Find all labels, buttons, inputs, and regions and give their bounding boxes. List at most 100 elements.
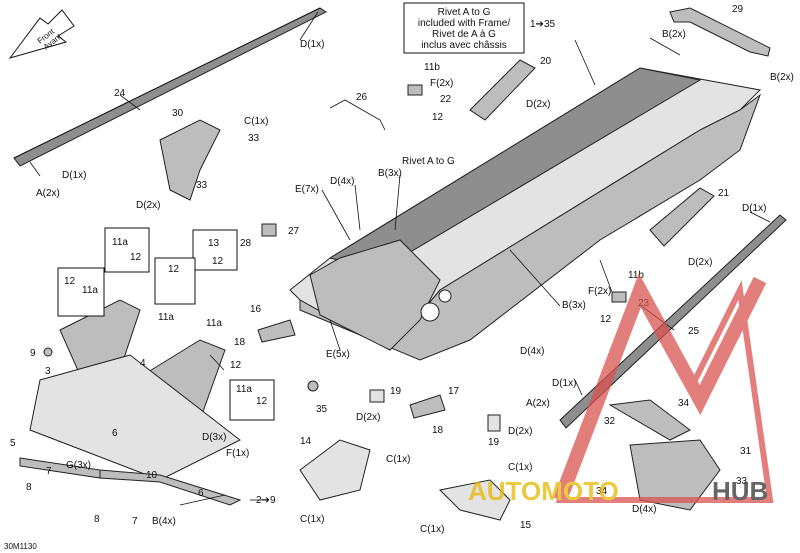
label-22: 22: [440, 94, 452, 105]
label-28: 28: [240, 238, 252, 249]
label-11a-a: 11a: [112, 237, 128, 248]
label-d4x-top: D(4x): [330, 176, 354, 187]
label-20: 20: [540, 56, 552, 67]
detail-box-12-grid: [154, 257, 196, 305]
ref-to-9: 2➔9: [256, 495, 276, 506]
part-29-bracket: [669, 7, 771, 57]
label-24: 24: [114, 88, 126, 99]
label-10: 10: [146, 470, 158, 481]
label-b3x-mid: B(3x): [562, 300, 586, 311]
label-a2x-left: A(2x): [36, 188, 60, 199]
part-23: [611, 291, 627, 303]
part-5-plate: [29, 354, 241, 481]
label-11a-d: 11a: [206, 318, 222, 329]
label-27: 27: [288, 226, 300, 237]
label-d4x-mid: D(4x): [520, 346, 544, 357]
label-8b: 8: [94, 514, 100, 525]
rivet-note-box: Rivet A to G included with Frame/ Rivet …: [403, 2, 525, 54]
label-19b: 19: [488, 437, 500, 448]
label-a2x-rail: A(2x): [526, 398, 550, 409]
label-c1x-15b: C(1x): [420, 524, 444, 535]
watermark-automoto: AUTOMOTO: [468, 476, 619, 506]
part-26-bracket: [329, 99, 386, 131]
part-31-bracket: [629, 439, 721, 511]
label-17: 17: [448, 386, 460, 397]
detail-box-12-11a: [57, 267, 105, 317]
label-e5x: E(5x): [326, 349, 350, 360]
ref-to-35: 1➔35: [530, 19, 556, 30]
detail-box-13-12: [192, 229, 238, 271]
label-15: 15: [520, 520, 532, 531]
label-c1x-14a: C(1x): [386, 454, 410, 465]
label-12-a: 12: [130, 252, 142, 263]
label-7b: 7: [132, 516, 138, 527]
label-b4x: B(4x): [152, 516, 176, 527]
label-21: 21: [718, 188, 730, 199]
label-b3x-top: B(3x): [378, 168, 402, 179]
label-d1x-left: D(1x): [62, 170, 86, 181]
part-25-rail: [559, 214, 787, 429]
label-6b: 6: [198, 488, 204, 499]
label-34b: 34: [596, 486, 608, 497]
label-16: 16: [250, 304, 262, 315]
label-12-e: 12: [230, 360, 242, 371]
label-7a: 7: [46, 466, 52, 477]
label-d3x: D(3x): [202, 432, 226, 443]
label-d1x-right: D(1x): [742, 203, 766, 214]
note-line-4: inclus avec châssis: [421, 40, 507, 51]
label-rivet-a-to-g: Rivet A to G: [402, 156, 455, 167]
part-17: [409, 394, 446, 419]
detail-box-11a-12-lower: [229, 379, 275, 421]
label-19a: 19: [390, 386, 402, 397]
part-32-bracket: [608, 399, 691, 441]
label-11b-right: 11b: [628, 270, 644, 281]
diagram-code: 30M1130: [4, 542, 37, 551]
label-12-c: 12: [168, 264, 180, 275]
label-d2x-21: D(2x): [688, 257, 712, 268]
label-30: 30: [172, 108, 184, 119]
note-line-3: Rivet de A à G: [432, 29, 496, 40]
label-8a: 8: [26, 482, 32, 493]
label-d2x-20: D(2x): [526, 99, 550, 110]
label-f1x: F(1x): [226, 448, 249, 459]
label-11a-e: 11a: [236, 384, 252, 395]
label-11a-b: 11a: [158, 312, 174, 323]
label-14: 14: [300, 436, 312, 447]
part-21-reinforcement: [649, 187, 715, 247]
label-18b: 18: [432, 425, 444, 436]
label-d2x-30: D(2x): [136, 200, 160, 211]
label-3: 3: [45, 366, 51, 377]
detail-box-11a-12: [104, 227, 150, 273]
part-3-bracket: [59, 299, 141, 376]
label-18a: 18: [234, 337, 246, 348]
label-33c: 33: [736, 476, 748, 487]
part-15-shield: [438, 479, 511, 521]
label-12-top: 12: [432, 112, 444, 123]
label-34a: 34: [678, 398, 690, 409]
note-line-2: included with Frame/: [418, 18, 510, 29]
label-d4x-bot: D(4x): [632, 504, 656, 515]
label-12-b: 12: [212, 256, 224, 267]
part-30-bracket: [159, 119, 221, 201]
part-35: [307, 380, 319, 392]
label-12-d: 12: [64, 276, 76, 287]
label-32: 32: [604, 416, 616, 427]
label-11b-top: 11b: [424, 62, 440, 73]
label-25: 25: [688, 326, 700, 337]
part-19a: [369, 389, 385, 403]
label-6a: 6: [112, 428, 118, 439]
label-e7x: E(7x): [295, 184, 319, 195]
label-13: 13: [208, 238, 220, 249]
label-d2x-19b: D(2x): [508, 426, 532, 437]
label-f2x-top: F(2x): [430, 78, 453, 89]
label-5: 5: [10, 438, 16, 449]
watermark-hub: HUB: [712, 476, 768, 506]
tunnel-frame: [289, 67, 762, 361]
label-g3x: G(3x): [66, 460, 91, 471]
label-26: 26: [356, 92, 368, 103]
leader-lines: [29, 11, 771, 506]
label-11a-c: 11a: [82, 285, 98, 296]
label-12-f: 12: [256, 396, 268, 407]
label-12-right: 12: [600, 314, 612, 325]
